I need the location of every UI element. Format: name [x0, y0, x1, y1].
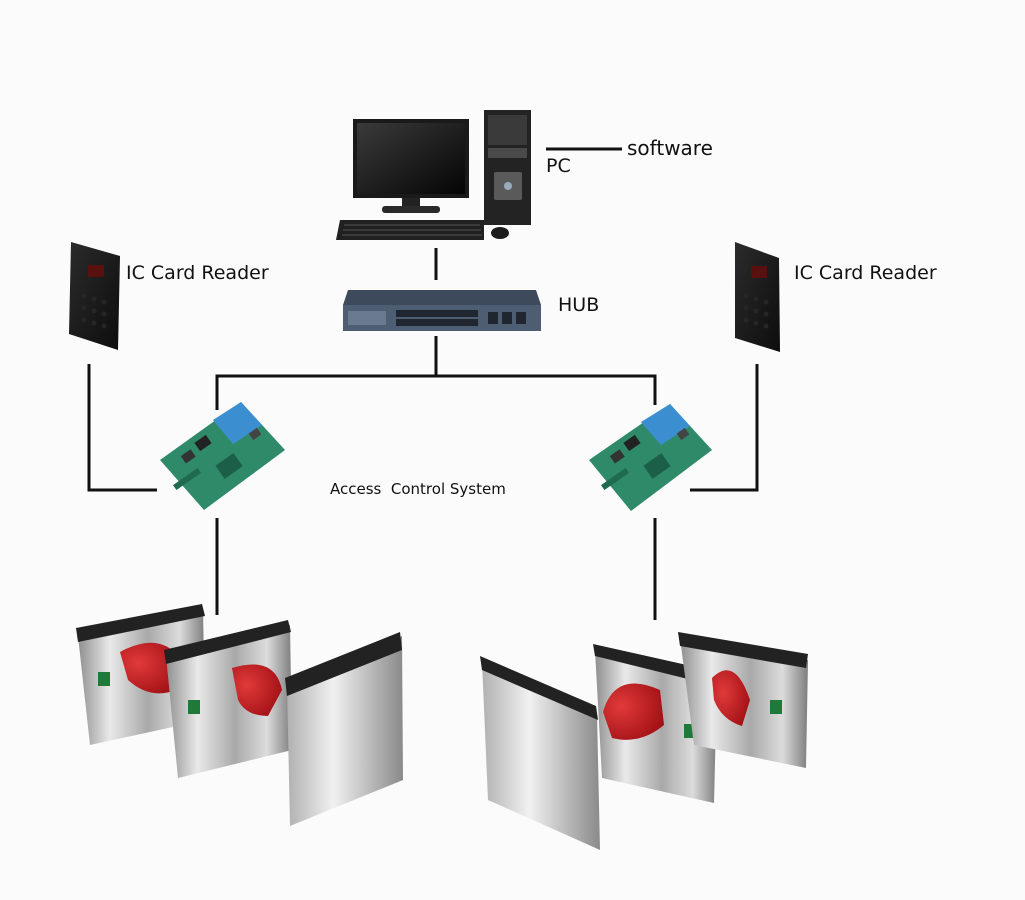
card-reader-right-label: IC Card Reader	[794, 262, 937, 284]
flap-barrier-turnstile-icon	[480, 632, 808, 850]
connection-lines	[87, 147, 759, 620]
control-board-icon	[589, 404, 712, 511]
card-reader-left-label: IC Card Reader	[126, 262, 269, 284]
flap-barrier-turnstile-icon	[76, 604, 403, 826]
hub-label: HUB	[558, 294, 600, 316]
card-reader-icon	[69, 242, 120, 350]
control-board-icon	[160, 402, 285, 510]
hub-icon	[343, 290, 541, 331]
access-control-label: Access Control System	[330, 480, 506, 498]
pc-label: PC	[546, 155, 571, 177]
card-reader-icon	[735, 242, 780, 352]
software-label: software	[627, 136, 713, 160]
pc-icon	[336, 110, 531, 240]
